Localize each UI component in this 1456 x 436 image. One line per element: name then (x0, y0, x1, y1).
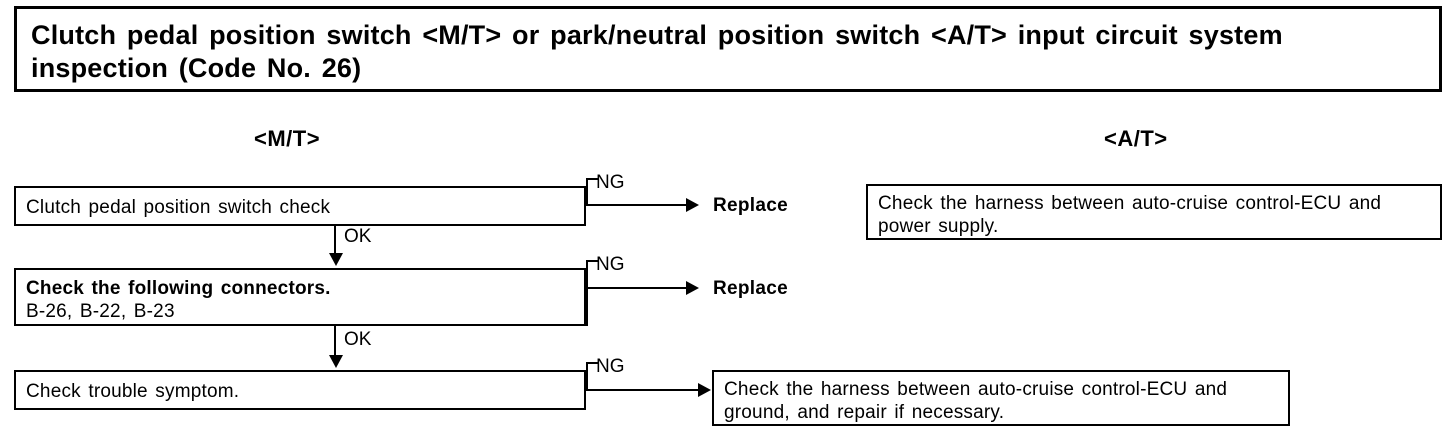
page-title: Clutch pedal position switch <M/T> or pa… (31, 20, 1283, 83)
connector-ng3-horizontal (586, 389, 698, 391)
flow-box-clutch-pedal-switch-check: Clutch pedal position switch check (14, 186, 586, 226)
connector-ng2-riser (586, 260, 588, 326)
edge-label-ok1: OK (344, 226, 372, 247)
column-heading-manual-transmission: <M/T> (254, 126, 321, 151)
arrow-ok2 (329, 355, 343, 368)
edge-label-ok2: OK (344, 329, 372, 350)
flow-box-text-line1: Check the harness between auto-cruise co… (878, 193, 1382, 214)
flow-box-check-trouble-symptom: Check trouble symptom. (14, 370, 586, 410)
arrow-ok1 (329, 253, 343, 266)
flow-box-harness-power-supply: Check the harness between auto-cruise co… (866, 184, 1442, 240)
flow-box-text: Check trouble symptom. (26, 381, 240, 402)
edge-label-ng2: NG (596, 254, 625, 275)
connector-ng1-horizontal (586, 204, 686, 206)
flow-box-text-line1: Check the harness between auto-cruise co… (724, 379, 1228, 400)
terminal-replace-2: Replace (713, 278, 788, 299)
connector-ng1-riser (586, 178, 588, 206)
edge-label-ng3: NG (596, 356, 625, 377)
connector-ng3-top (586, 362, 598, 364)
title-banner: Clutch pedal position switch <M/T> or pa… (14, 6, 1442, 92)
flow-box-text: Clutch pedal position switch check (26, 197, 331, 218)
connector-ng2-top (586, 260, 598, 262)
connector-ng1-top (586, 178, 598, 180)
flow-box-check-connectors: Check the following connectors. B-26, B-… (14, 268, 586, 326)
connector-ok1-line (334, 226, 336, 254)
edge-label-ng1: NG (596, 172, 625, 193)
connector-ng2-horizontal (586, 287, 686, 289)
terminal-replace-1: Replace (713, 195, 788, 216)
flow-box-text-line2: ground, and repair if necessary. (724, 402, 1005, 423)
connector-ok2-line (334, 326, 336, 356)
flow-box-harness-ground: Check the harness between auto-cruise co… (712, 370, 1290, 426)
connector-ng3-riser (586, 362, 588, 390)
flow-box-heading-text: Check the following connectors. (26, 278, 331, 299)
flow-box-connector-list: B-26, B-22, B-23 (26, 301, 175, 322)
flow-box-text-line2: power supply. (878, 216, 999, 237)
column-heading-automatic-transmission: <A/T> (1104, 126, 1168, 151)
arrow-ng1 (686, 198, 699, 212)
arrow-ng3 (698, 383, 711, 397)
arrow-ng2 (686, 281, 699, 295)
